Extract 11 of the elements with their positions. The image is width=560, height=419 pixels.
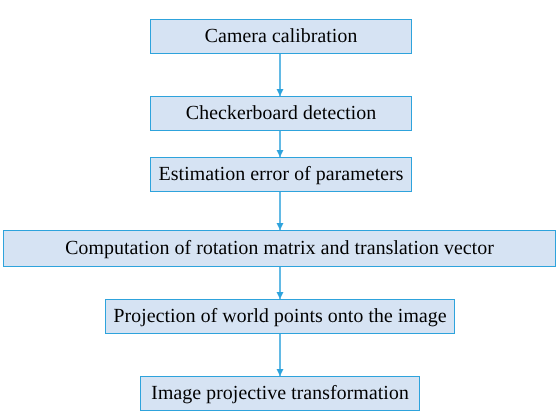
arrow: [276, 267, 284, 299]
process-box: Estimation error of parameters: [150, 157, 412, 192]
arrow: [276, 192, 284, 230]
process-box: Projection of world points onto the image: [105, 299, 455, 334]
arrow: [276, 54, 284, 96]
arrow: [276, 334, 284, 376]
process-box: Image projective transformation: [140, 376, 420, 411]
process-box: Computation of rotation matrix and translation vector: [3, 230, 556, 267]
arrow: [276, 131, 284, 157]
process-box: Checkerboard detection: [150, 96, 412, 131]
process-box: Camera calibration: [150, 19, 412, 54]
